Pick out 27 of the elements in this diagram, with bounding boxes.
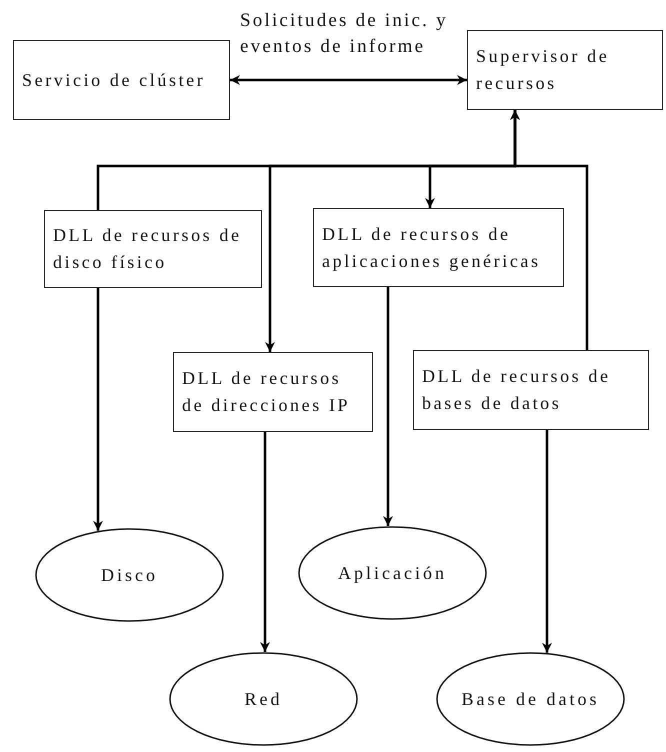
process-box xyxy=(13,40,230,120)
arrow xyxy=(265,110,516,352)
ellipse-label: Aplicación xyxy=(338,562,447,585)
resource-ellipse xyxy=(169,652,358,746)
ellipse-label: Red xyxy=(244,688,282,710)
process-box xyxy=(44,210,262,288)
process-box xyxy=(313,208,564,287)
resource-ellipse xyxy=(298,526,487,620)
process-box xyxy=(467,30,663,110)
box-label: DLL de recursos de bases de datos xyxy=(422,365,612,415)
resource-ellipse xyxy=(436,652,625,746)
box-label: DLL de recursos de disco físico xyxy=(53,224,243,274)
box-label: DLL de recursos de direcciones IP xyxy=(182,367,352,417)
box-label: DLL de recursos de aplicaciones genéricas xyxy=(322,222,542,273)
box-label: Servicio de clúster xyxy=(22,68,206,92)
arrow xyxy=(93,288,103,531)
process-box xyxy=(173,352,373,432)
arrow xyxy=(542,430,552,653)
process-box xyxy=(413,350,649,430)
arrow xyxy=(230,75,467,85)
ellipse-label: Base de datos xyxy=(462,688,600,710)
arrow xyxy=(260,432,270,652)
ellipse-label: Disco xyxy=(101,564,158,586)
resource-ellipse xyxy=(35,528,224,622)
box-label: Supervisor de recursos xyxy=(476,45,610,95)
arrow xyxy=(510,110,588,350)
arrow xyxy=(383,287,393,526)
